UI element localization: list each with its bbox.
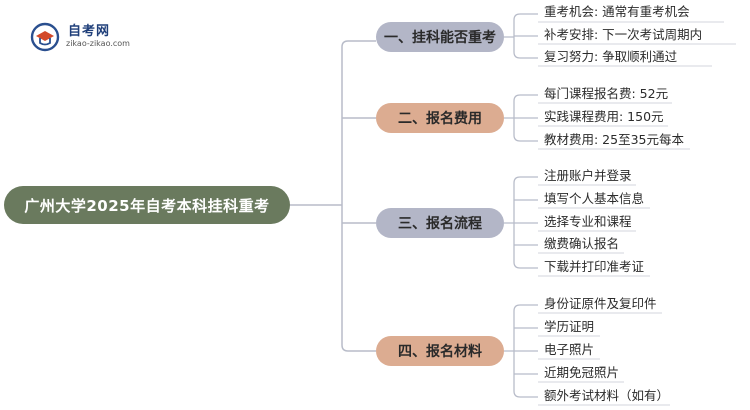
leaf-makeup-schedule: 补考安排: 下一次考试周期内: [544, 27, 703, 42]
leaf-textbook-fee: 教材费用: 25至35元每本: [544, 132, 684, 147]
leaf-print-ticket: 下载并打印准考证: [544, 259, 645, 274]
branch-2-connector: [504, 94, 538, 142]
branch-node-4: 四、报名材料: [376, 336, 504, 366]
leaf-recent-photo: 近期免冠照片: [544, 365, 620, 380]
leaf-course-fee: 每门课程报名费: 52元: [544, 86, 669, 101]
branch-node-3: 三、报名流程: [376, 208, 504, 238]
branch-4-connector: [504, 304, 538, 398]
trunk-line: [341, 40, 349, 352]
leaf-e-photo: 电子照片: [544, 342, 595, 357]
leaf-review-effort: 复习努力: 争取顺利通过: [544, 49, 678, 64]
leaf-retake-chance: 重考机会: 通常有重考机会: [544, 4, 690, 19]
leaf-pay-confirm: 缴费确认报名: [544, 236, 620, 251]
branch-node-2: 二、报名费用: [376, 103, 504, 133]
leaf-education-proof: 学历证明: [544, 319, 595, 334]
leaf-fill-info: 填写个人基本信息: [544, 191, 645, 206]
leaf-register-login: 注册账户并登录: [544, 168, 632, 183]
branch-1-connector: [504, 13, 538, 59]
graduation-cap-icon: [30, 22, 60, 52]
root-node: 广州大学2025年自考本科挂科重考: [4, 186, 290, 224]
branch-node-1: 一、挂科能否重考: [376, 22, 504, 52]
leaf-extra-materials: 额外考试材料（如有）: [544, 388, 670, 403]
leaf-practice-fee: 实践课程费用: 150元: [544, 109, 664, 124]
leaf-select-courses: 选择专业和课程: [544, 214, 632, 229]
site-logo[interactable]: 自考网 zikao-zikao.com: [30, 18, 142, 52]
logo-title: 自考网: [68, 24, 111, 39]
branch-3-connector: [504, 176, 538, 269]
logo-url: zikao-zikao.com: [66, 39, 130, 48]
leaf-id-card: 身份证原件及复印件: [544, 296, 657, 311]
